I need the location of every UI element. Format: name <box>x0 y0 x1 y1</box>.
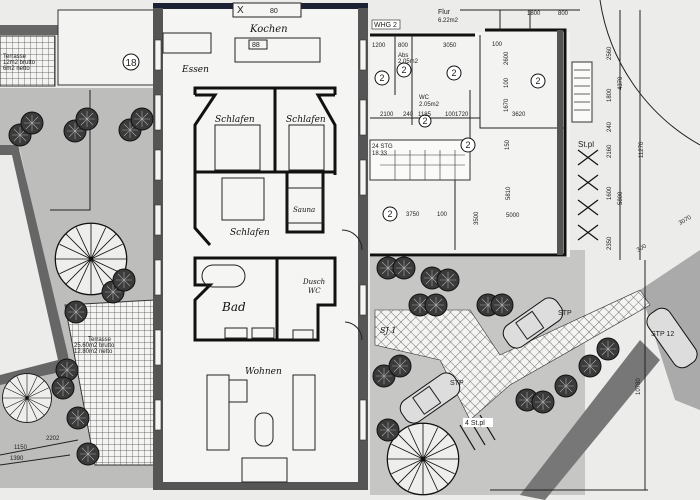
kitchen-island <box>234 37 321 63</box>
room-markers <box>374 62 546 222</box>
parking-label-2: STP <box>450 380 464 387</box>
bike-parking-label: St.pl <box>578 140 594 149</box>
coffee-table <box>254 412 274 447</box>
hall-area: 6.22m2 <box>438 18 459 24</box>
dimension: 2560 <box>607 46 613 60</box>
parking-label-3: STP 12 <box>651 331 674 338</box>
unit-label: WHG 2 <box>374 22 397 29</box>
car-2 <box>399 372 461 424</box>
room-label-bath: Bad <box>221 300 246 314</box>
entrance-label: SJ 1 <box>380 326 396 335</box>
room-label-bedroom-2: Schlafen <box>286 115 326 125</box>
room-label-bedroom-3: Schlafen <box>230 228 270 238</box>
dimension: 2100 <box>380 112 394 118</box>
car-3 <box>646 307 698 369</box>
dimension: 3620 <box>512 112 526 118</box>
room-label-living: Wohnen <box>245 367 282 377</box>
fireplace <box>241 457 288 483</box>
room-marker: 2 <box>535 76 540 86</box>
room-label-bedroom-1: Schlafen <box>215 115 255 125</box>
dimension: 100 <box>492 42 503 48</box>
dimension: 800 <box>558 11 569 17</box>
dimension: 4370 <box>618 76 624 90</box>
room-label-wc: WC <box>308 287 321 295</box>
room-marker: 2 <box>401 65 406 75</box>
island-number: 88 <box>252 42 260 49</box>
right-site <box>370 0 700 500</box>
room-label-kitchen: Kochen <box>249 24 288 35</box>
dimension: 11270 <box>639 141 645 158</box>
parking-label-1: STP <box>558 310 572 317</box>
sofa-left <box>206 374 230 451</box>
dimension: 5800 <box>618 191 624 205</box>
abs-label: Abs <box>398 53 408 59</box>
dimension: 1600 <box>607 186 613 200</box>
room-marker: 2 <box>422 116 427 126</box>
dimension: 240 <box>403 112 414 118</box>
dimension: 300 <box>636 243 648 254</box>
room-marker: 2 <box>379 73 384 83</box>
abs-area: 2.05m2 <box>398 59 419 65</box>
dimension: 1670 <box>504 98 510 112</box>
dimension: 150 <box>505 139 511 150</box>
stairs-label: 24 STG <box>372 144 393 150</box>
dimension-vertical: 10780 <box>636 378 642 395</box>
bike-parking-label-2: 4 St.pl <box>465 420 485 427</box>
top-number-label: 80 <box>270 8 278 15</box>
small-terrace-gross: 12m2 brutto <box>3 60 36 66</box>
dimension: 3500 <box>474 211 480 225</box>
dimension: 1800 <box>607 88 613 102</box>
dimension: 1800 <box>527 11 541 17</box>
small-terrace-label: Terrasse <box>3 54 27 60</box>
stairs-dim: 18.33 <box>372 151 388 157</box>
dimension: 2350 <box>607 236 613 250</box>
dimension: 100 <box>504 77 510 88</box>
dimension: 3050 <box>443 43 457 49</box>
dimension-left: 1150 <box>14 445 28 451</box>
bathtub <box>201 264 246 288</box>
room-marker: 2 <box>387 209 392 219</box>
paving-tiles <box>374 289 651 421</box>
dimension: 1185 <box>418 112 432 118</box>
dining-table <box>162 32 212 54</box>
dimension: 240 <box>607 121 613 132</box>
dimension: 5000 <box>506 213 520 219</box>
terrace-net: 12.80m2 netto <box>74 349 113 355</box>
close-x-label: X <box>237 5 244 16</box>
hall-label: Flur <box>438 9 451 16</box>
main-house <box>153 2 368 490</box>
dimension: 1200 <box>372 43 386 49</box>
sofa-right <box>292 374 316 451</box>
small-terrace-tiles <box>0 35 56 87</box>
dimension: 100 <box>437 212 448 218</box>
room-label-sauna: Sauna <box>293 206 315 214</box>
bike-rack-icons <box>459 149 599 451</box>
dimension: 5810 <box>506 186 512 200</box>
dimension: 3750 <box>406 212 420 218</box>
room-marker: 2 <box>465 140 470 150</box>
room-marker: 2 <box>451 68 456 78</box>
unit-marker-18: 18 <box>125 58 137 69</box>
dimension-left: 2202 <box>46 436 60 442</box>
dimension: 800 <box>398 43 409 49</box>
dimension: 2600 <box>504 51 510 65</box>
terrace-label: Terrasse <box>88 337 112 343</box>
wc-area: 2.05m2 <box>419 102 440 108</box>
dimension-left: 1390 <box>10 456 24 462</box>
car-1 <box>502 297 564 349</box>
dimension: 2160 <box>607 144 613 158</box>
dimension: 1001720 <box>445 112 469 118</box>
wc-label: WC <box>419 95 430 101</box>
room-label-dining: Essen <box>181 65 209 75</box>
terrace-gross: 25.60m2 brutto <box>74 343 115 349</box>
room-label-shower: Dusch <box>302 278 325 286</box>
small-terrace-net: 6m2 netto <box>3 66 30 72</box>
